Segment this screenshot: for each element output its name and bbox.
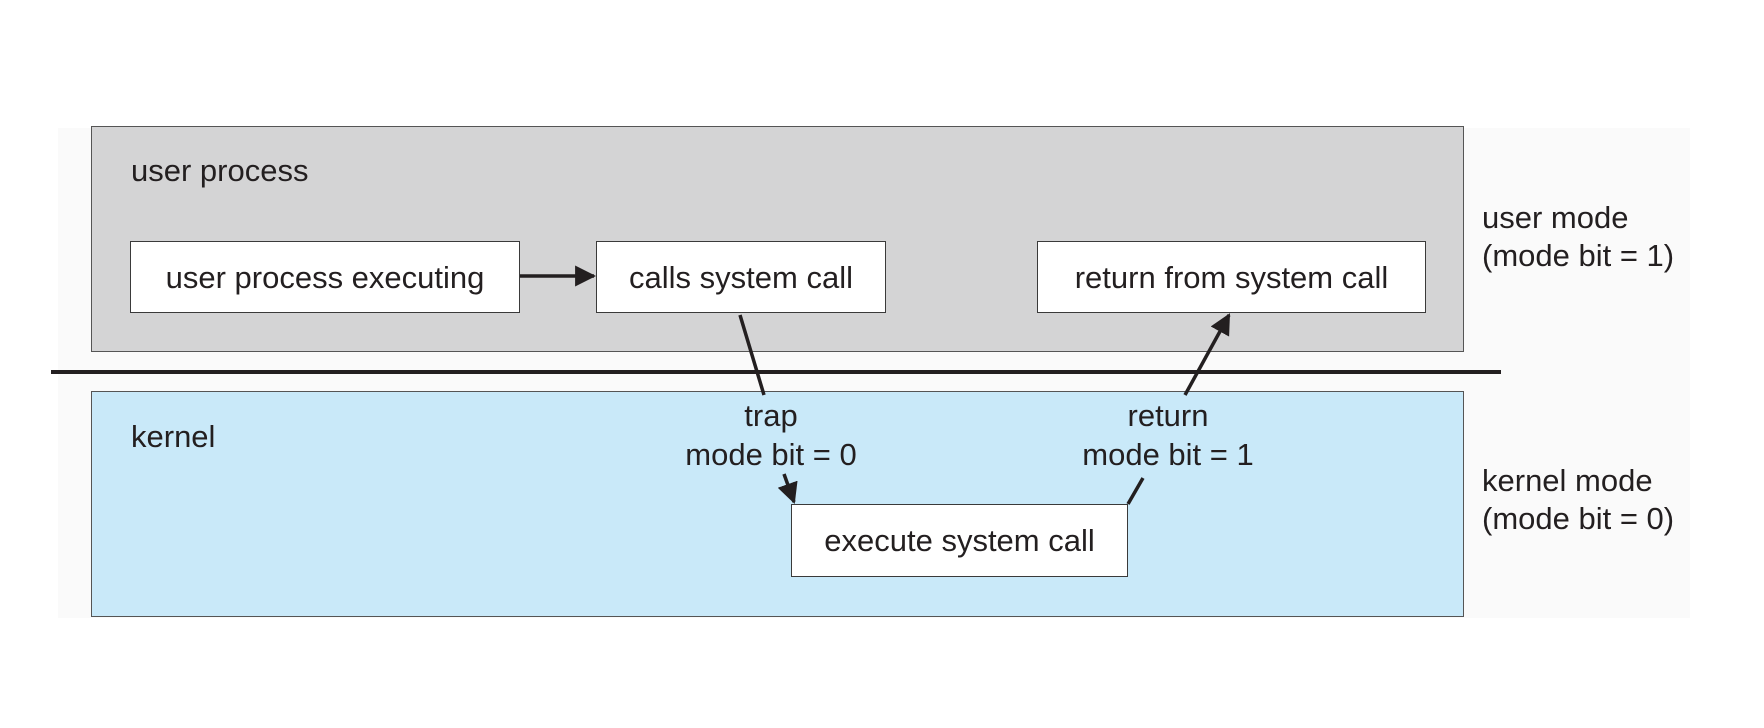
- kernel-mode-line2: (mode bit = 0): [1482, 501, 1675, 536]
- user-process-label: user process: [131, 153, 309, 188]
- return-label-line2: mode bit = 1: [1082, 437, 1254, 472]
- return-from-system-call-box: return from system call: [1037, 241, 1426, 313]
- kernel-mode-label: kernel mode (mode bit = 0): [1482, 462, 1674, 538]
- kernel-mode-line1: kernel mode: [1482, 463, 1653, 498]
- user-process-region: [91, 126, 1464, 352]
- return-from-system-call-text: return from system call: [1074, 259, 1389, 295]
- user-mode-line1: user mode: [1482, 200, 1629, 235]
- user-process-executing-box: user process executing: [130, 241, 520, 313]
- trap-label-line1: trap: [744, 398, 798, 433]
- execute-system-call-text: execute system call: [824, 523, 1095, 558]
- kernel-label: kernel: [131, 419, 216, 454]
- user-mode-line2: (mode bit = 1): [1482, 238, 1675, 273]
- return-transition-label: return mode bit = 1: [1048, 396, 1288, 474]
- trap-transition-label: trap mode bit = 0: [651, 396, 891, 474]
- kernel-region: [91, 391, 1464, 617]
- user-mode-label: user mode (mode bit = 1): [1482, 199, 1674, 275]
- mode-boundary-line: [51, 370, 1501, 374]
- calls-system-call-box: calls system call: [596, 241, 886, 313]
- calls-system-call-text: calls system call: [629, 259, 853, 295]
- return-label-line1: return: [1127, 398, 1209, 433]
- trap-label-line2: mode bit = 0: [685, 437, 857, 472]
- user-process-executing-text: user process executing: [165, 259, 485, 295]
- execute-system-call-box: execute system call: [791, 504, 1128, 577]
